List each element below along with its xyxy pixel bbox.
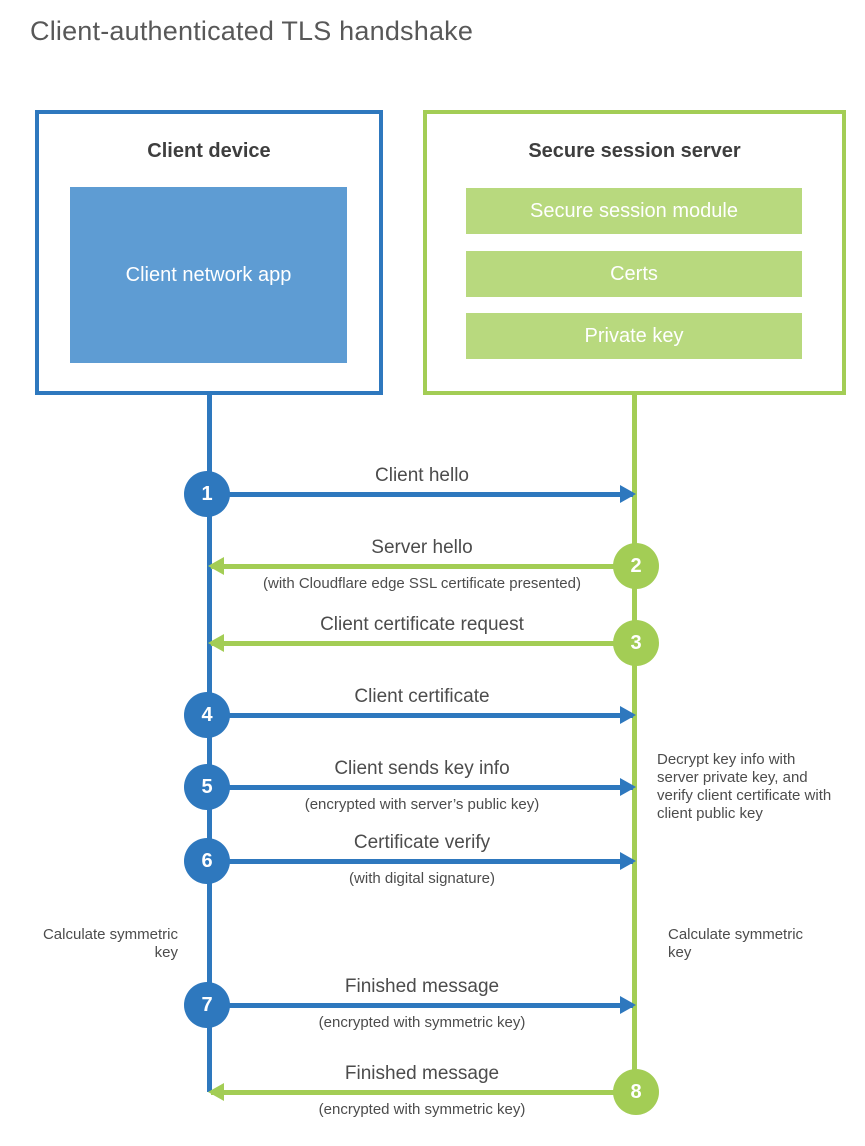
client-lifeline <box>207 393 212 1092</box>
step-sublabel: (with Cloudflare edge SSL certificate pr… <box>263 575 581 592</box>
step-number-badge: 8 <box>613 1069 659 1115</box>
server-module-private-key: Private key <box>466 313 802 359</box>
arrow-right-icon <box>620 778 636 796</box>
arrow-line <box>211 640 633 646</box>
step-sublabel: (with digital signature) <box>349 870 495 887</box>
step-number-badge: 4 <box>184 692 230 738</box>
server-module-secure-session: Secure session module <box>466 188 802 234</box>
secure-session-server-title: Secure session server <box>528 140 741 162</box>
arrow-line <box>211 1089 633 1095</box>
step-6-certificate-verify: Certificate verify (with digital signatu… <box>184 829 636 893</box>
arrow-left-icon <box>208 557 224 575</box>
arrow-left-icon <box>208 634 224 652</box>
step-label: Server hello <box>371 537 473 558</box>
step-number-badge: 2 <box>613 543 659 589</box>
arrow-line <box>211 712 633 718</box>
step-label: Client certificate request <box>320 614 524 635</box>
client-network-app-box: Client network app <box>70 187 347 363</box>
step-number-badge: 1 <box>184 471 230 517</box>
step-label: Certificate verify <box>353 832 491 853</box>
arrow-line <box>211 1002 633 1008</box>
step-number-badge: 6 <box>184 838 230 884</box>
step-5-client-sends-key-info: Client sends key info (encrypted with se… <box>184 755 636 819</box>
step-8-finished-message: Finished message (encrypted with symmetr… <box>208 1060 659 1124</box>
step-number-badge: 3 <box>613 620 659 666</box>
step-3-client-certificate-request: Client certificate request 3 <box>208 611 659 675</box>
step-label: Client sends key info <box>334 758 510 779</box>
step-number-badge: 5 <box>184 764 230 810</box>
step-label: Finished message <box>344 976 500 997</box>
step-2-server-hello: Server hello (with Cloudflare edge SSL c… <box>208 534 659 598</box>
note-server-calculate-symmetric-key: Calculate symmetric key <box>668 926 804 961</box>
arrow-left-icon <box>208 1083 224 1101</box>
step-sublabel: (encrypted with symmetric key) <box>318 1014 526 1031</box>
note-client-calculate-symmetric-key: Calculate symmetric key <box>42 926 178 961</box>
client-device-title: Client device <box>147 140 271 162</box>
page-title: Client-authenticated TLS handshake <box>30 16 474 46</box>
arrow-right-icon <box>620 706 636 724</box>
arrow-line <box>211 563 633 569</box>
arrow-right-icon <box>620 485 636 503</box>
step-label: Client hello <box>375 465 469 486</box>
server-module-certs: Certs <box>466 251 802 297</box>
step-4-client-certificate: Client certificate 4 <box>184 683 636 747</box>
step-sublabel: (encrypted with server’s public key) <box>304 796 540 813</box>
step-label: Finished message <box>344 1063 500 1084</box>
step-7-finished-message: Finished message (encrypted with symmetr… <box>184 973 636 1037</box>
step-sublabel: (encrypted with symmetric key) <box>318 1101 526 1118</box>
note-server-decrypt: Decrypt key info with server private key… <box>657 751 832 822</box>
step-number-badge: 7 <box>184 982 230 1028</box>
arrow-right-icon <box>620 852 636 870</box>
arrow-line <box>211 858 633 864</box>
arrow-line <box>211 784 633 790</box>
arrow-right-icon <box>620 996 636 1014</box>
server-lifeline <box>632 393 637 1093</box>
step-1-client-hello: Client hello 1 <box>184 462 636 526</box>
step-label: Client certificate <box>354 686 490 707</box>
arrow-line <box>211 491 633 497</box>
